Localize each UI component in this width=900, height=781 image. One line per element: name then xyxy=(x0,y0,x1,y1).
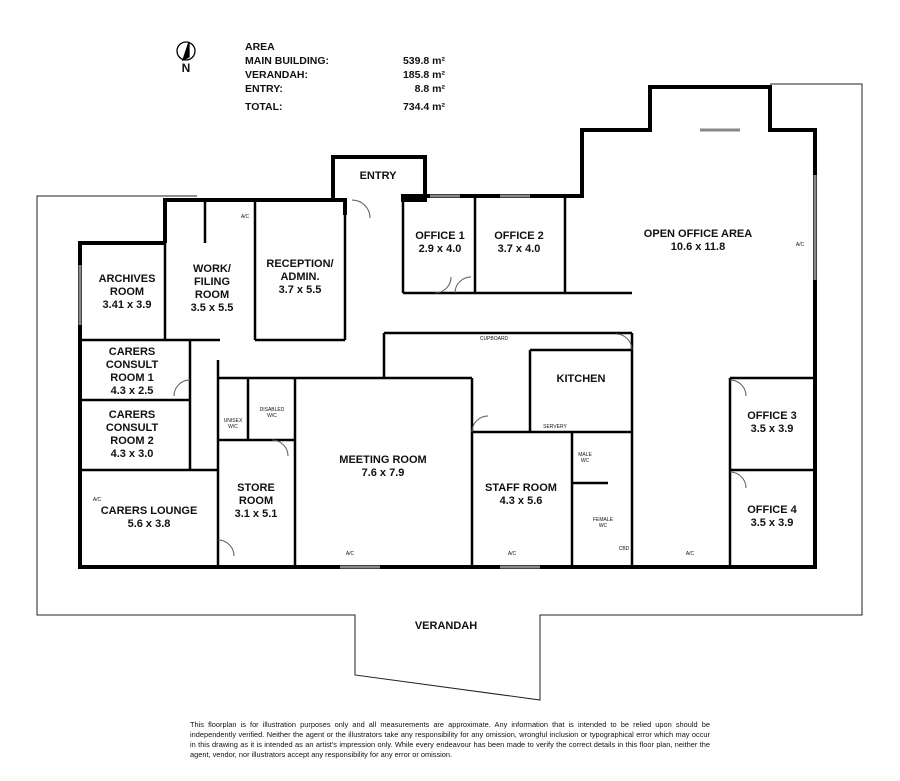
room-kitchen: KITCHEN xyxy=(557,373,606,386)
area-value: 185.8 m² xyxy=(402,69,445,81)
label-ac: A/C xyxy=(240,214,250,220)
compass-icon xyxy=(176,41,196,62)
room-name: OFFICE 1 xyxy=(415,230,465,242)
room-size: 3.7 x 5.5 xyxy=(278,284,322,296)
room-size: 3.5 x 5.5 xyxy=(190,302,234,314)
interior-walls xyxy=(80,196,815,567)
label-cupboard: CUPBOARD xyxy=(479,336,509,342)
room-name: ARCHIVES ROOM xyxy=(98,273,156,298)
area-title: AREA xyxy=(245,41,275,53)
label-ac: A/C xyxy=(507,551,517,557)
area-label: VERANDAH: xyxy=(245,69,308,81)
label-ac: A/C xyxy=(345,551,355,557)
room-name: CARERS LOUNGE xyxy=(100,505,198,517)
label-ac: A/C xyxy=(685,551,695,557)
room-name: OPEN OFFICE AREA xyxy=(643,228,753,240)
room-name: MEETING ROOM xyxy=(339,454,427,466)
area-value: 8.8 m² xyxy=(414,83,445,95)
area-value: 734.4 m² xyxy=(402,101,445,113)
label-cbd: CBD xyxy=(618,546,630,552)
area-row-main: MAIN BUILDING: 539.8 m² xyxy=(245,54,445,68)
room-name: VERANDAH xyxy=(414,620,478,632)
room-size: 4.3 x 5.6 xyxy=(499,495,543,507)
room-verandah: VERANDAH xyxy=(415,620,477,633)
room-size: 3.5 x 3.9 xyxy=(750,423,794,435)
area-label: TOTAL: xyxy=(245,101,283,113)
room-entry: ENTRY xyxy=(360,170,397,183)
area-label: MAIN BUILDING: xyxy=(245,55,329,67)
room-name: WORK/ FILING ROOM xyxy=(193,263,231,301)
area-row-total: TOTAL: 734.4 m² xyxy=(245,100,445,114)
area-row-entry: ENTRY: 8.8 m² xyxy=(245,82,445,96)
compass-north-label: N xyxy=(181,61,191,75)
room-name: OFFICE 4 xyxy=(747,504,797,516)
room-name: OFFICE 2 xyxy=(494,230,544,242)
room-size: 3.7 x 4.0 xyxy=(497,243,541,255)
doors xyxy=(173,199,747,557)
label-female-wc: FEMALE WC xyxy=(592,517,614,529)
label-disabled-wc: DISABLED W/C xyxy=(259,407,285,419)
area-row-verandah: VERANDAH: 185.8 m² xyxy=(245,68,445,82)
room-name: ENTRY xyxy=(359,170,397,182)
label-male-wc: MALE WC xyxy=(578,452,592,464)
area-value: 539.8 m² xyxy=(402,55,445,67)
area-summary: AREA MAIN BUILDING: 539.8 m² VERANDAH: 185… xyxy=(245,40,445,114)
room-size: 3.5 x 3.9 xyxy=(750,517,794,529)
room-name: STAFF ROOM xyxy=(485,482,557,494)
label-unisex-wc: UNISEX W/C xyxy=(223,418,243,430)
label-ac: A/C xyxy=(92,497,102,503)
verandah-outline xyxy=(36,83,863,701)
disclaimer: This floorplan is for illustration purpo… xyxy=(190,720,710,759)
room-size: 7.6 x 7.9 xyxy=(361,467,405,479)
room-size: 2.9 x 4.0 xyxy=(418,243,462,255)
room-name: CARERS CONSULT ROOM 2 xyxy=(105,409,159,447)
exterior-walls xyxy=(78,85,817,569)
windows xyxy=(78,128,817,569)
room-reception: RECEPTION/ ADMIN.3.7 x 5.5 xyxy=(266,258,333,297)
room-size: 3.1 x 5.1 xyxy=(234,508,278,520)
label-ac: A/C xyxy=(795,242,805,248)
label-servery: SERVERY xyxy=(543,424,567,430)
room-size: 10.6 x 11.8 xyxy=(670,241,726,253)
room-size: 4.3 x 2.5 xyxy=(110,385,154,397)
room-name: CARERS CONSULT ROOM 1 xyxy=(105,346,159,384)
room-name: STORE ROOM xyxy=(237,482,275,507)
room-size: 4.3 x 3.0 xyxy=(110,448,154,460)
area-label: ENTRY: xyxy=(245,83,283,95)
room-name: OFFICE 3 xyxy=(747,410,797,422)
room-name: KITCHEN xyxy=(556,373,606,385)
room-name: RECEPTION/ ADMIN. xyxy=(266,258,334,283)
room-size: 5.6 x 3.8 xyxy=(127,518,171,530)
room-size: 3.41 x 3.9 xyxy=(102,299,152,311)
